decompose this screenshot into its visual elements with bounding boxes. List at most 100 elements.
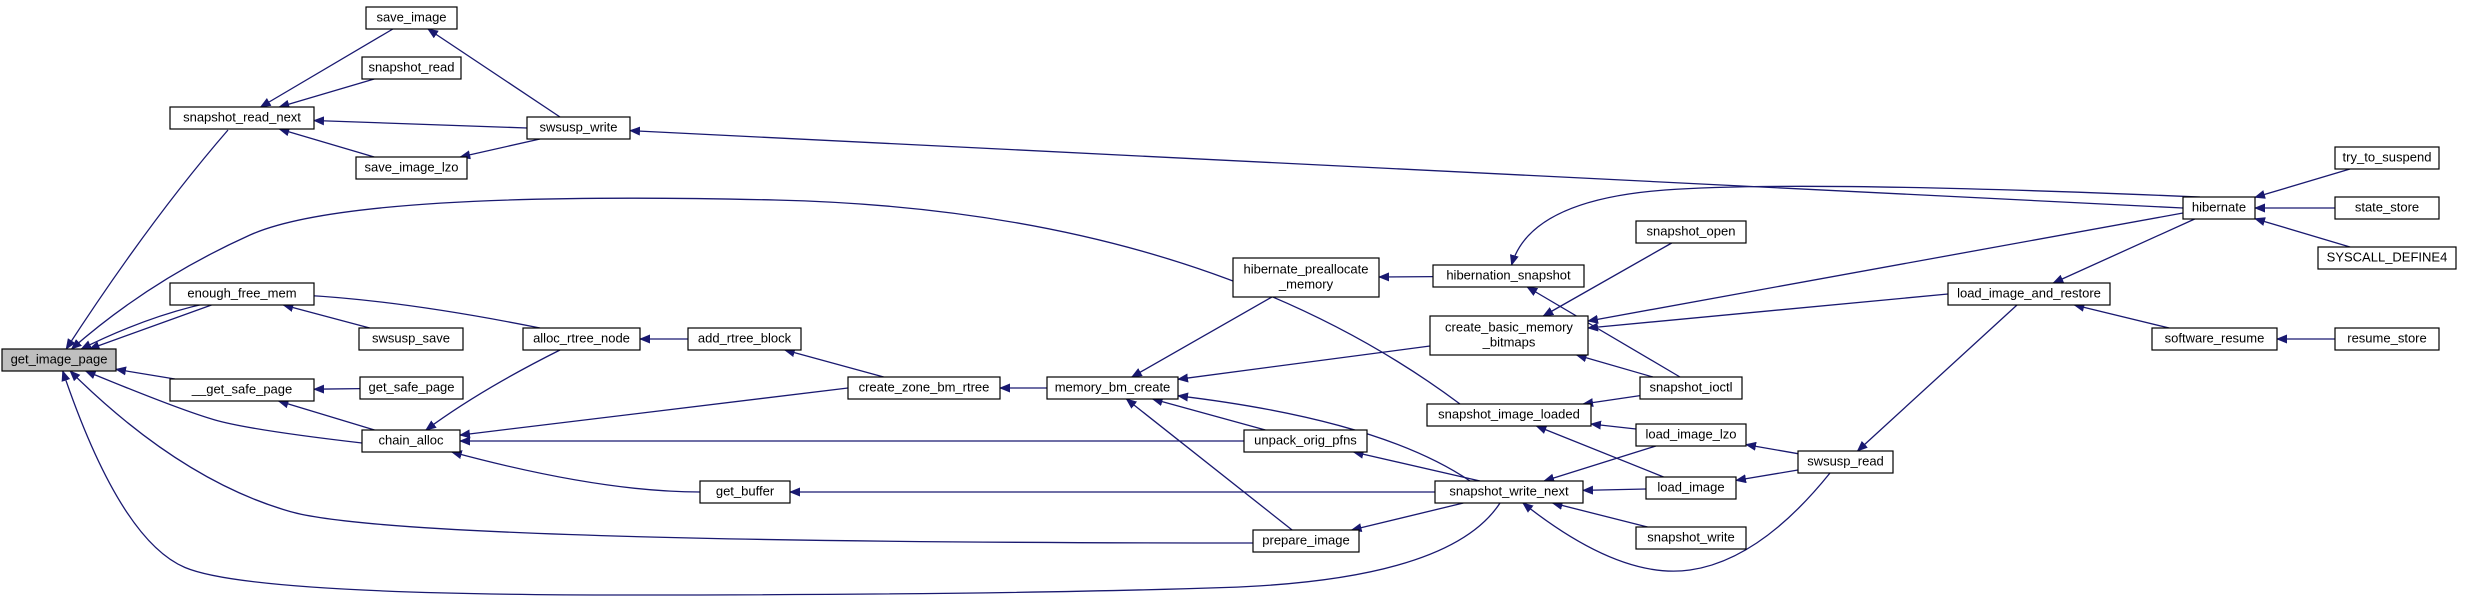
node-label: prepare_image	[1262, 532, 1349, 547]
edge-get_buffer-to-chain_alloc	[450, 450, 701, 493]
node-load_image_lzo[interactable]: load_image_lzo	[1635, 423, 1747, 447]
node-box	[169, 378, 315, 402]
node-snapshot_write_next[interactable]: snapshot_write_next	[1434, 480, 1584, 504]
node-box	[1252, 529, 1360, 553]
node-hibernation_snapshot[interactable]: hibernation_snapshot	[1432, 264, 1585, 288]
edge-try_to_suspend-to-hibernate	[2254, 168, 2351, 199]
node-box	[847, 376, 1001, 400]
node-snapshot_image_loaded[interactable]: snapshot_image_loaded	[1426, 403, 1592, 427]
node-box	[1243, 429, 1368, 453]
nodes-layer: get_image_page snapshot_read_next enough_f…	[1, 6, 2457, 553]
node-unpack_orig_pfns[interactable]: unpack_orig_pfns	[1243, 429, 1368, 453]
edge-snapshot_ioctl-to-create_basic_memory_bitmaps	[1575, 353, 1654, 378]
node-__get_safe_page[interactable]: __get_safe_page	[169, 378, 315, 402]
node-try_to_suspend[interactable]: try_to_suspend	[2334, 146, 2440, 170]
node-label: memory_bm_create	[1055, 379, 1171, 394]
edge-swsusp_read-to-load_image_lzo	[1745, 441, 1799, 455]
node-label: snapshot_write	[1647, 529, 1734, 544]
node-memory_bm_create[interactable]: memory_bm_create	[1046, 376, 1179, 400]
edge-unpack_orig_pfns-to-memory_bm_create	[1151, 397, 1266, 431]
node-box	[1426, 403, 1592, 427]
node-box	[2182, 196, 2256, 220]
node-label: hibernate	[2192, 199, 2246, 214]
node-label: snapshot_image_loaded	[1438, 406, 1580, 421]
node-swsusp_save[interactable]: swsusp_save	[358, 327, 464, 351]
node-prepare_image[interactable]: prepare_image	[1252, 529, 1360, 553]
node-box	[365, 6, 458, 30]
node-chain_alloc[interactable]: chain_alloc	[361, 429, 461, 453]
node-label: resume_store	[2347, 330, 2426, 345]
node-label: swsusp_save	[372, 330, 450, 345]
edge-get_safe_page-to-__get_safe_page	[313, 384, 361, 394]
node-box	[2334, 146, 2440, 170]
node-label: swsusp_write	[539, 119, 617, 134]
node-SYSCALL_DEFINE4[interactable]: SYSCALL_DEFINE4	[2317, 246, 2457, 270]
node-box	[169, 106, 315, 130]
node-save_image_lzo[interactable]: save_image_lzo	[355, 156, 468, 180]
node-swsusp_read[interactable]: swsusp_read	[1797, 450, 1894, 474]
node-load_image[interactable]: load_image	[1645, 476, 1737, 500]
node-create_basic_memory_bitmaps[interactable]: create_basic_memory_bitmaps	[1429, 315, 1589, 356]
edge-alloc_rtree_node-to-chain_alloc	[425, 349, 561, 431]
node-label: get_image_page	[11, 351, 108, 366]
node-hibernate_preallocate_memory[interactable]: hibernate_preallocate_memory	[1232, 257, 1380, 298]
node-resume_store[interactable]: resume_store	[2334, 327, 2440, 351]
node-snapshot_ioctl[interactable]: snapshot_ioctl	[1639, 376, 1743, 400]
edge-snapshot_ioctl-to-hibernation_snapshot	[1526, 286, 1681, 378]
node-box	[1232, 257, 1380, 298]
node-create_zone_bm_rtree[interactable]: create_zone_bm_rtree	[847, 376, 1001, 400]
edge-load_image_lzo-to-snapshot_write_next	[1543, 445, 1657, 483]
node-label: create_zone_bm_rtree	[859, 379, 990, 394]
node-swsusp_write[interactable]: swsusp_write	[526, 116, 631, 140]
node-box	[1635, 220, 1747, 244]
node-label: chain_alloc	[378, 432, 444, 447]
node-add_rtree_block[interactable]: add_rtree_block	[687, 327, 802, 351]
edge-SYSCALL_DEFINE4-to-hibernate	[2254, 217, 2351, 248]
node-box	[358, 327, 464, 351]
node-state_store[interactable]: state_store	[2334, 196, 2440, 220]
node-label: load_image_lzo	[1645, 426, 1736, 441]
node-label: swsusp_read	[1807, 453, 1884, 468]
node-label: load_image	[1657, 479, 1724, 494]
node-label: SYSCALL_DEFINE4	[2327, 249, 2448, 264]
node-label: save_image	[376, 9, 446, 24]
node-label: load_image_and_restore	[1957, 285, 2101, 300]
node-get_safe_page[interactable]: get_safe_page	[359, 376, 464, 400]
edge-load_image-to-snapshot_write_next	[1582, 485, 1647, 495]
edge-hibernate-to-load_image_and_restore	[2052, 218, 2195, 284]
node-label: snapshot_write_next	[1449, 483, 1569, 498]
node-software_resume[interactable]: software_resume	[2151, 327, 2278, 351]
edge-prepare_image-to-memory_bm_create	[1125, 398, 1293, 531]
node-box	[687, 327, 802, 351]
node-box	[2334, 327, 2440, 351]
node-load_image_and_restore[interactable]: load_image_and_restore	[1947, 282, 2111, 306]
node-box	[1429, 315, 1589, 356]
edge-snapshot_open-to-create_basic_memory_bitmaps	[1542, 242, 1673, 317]
node-snapshot_read[interactable]: snapshot_read	[361, 56, 462, 80]
node-label: _bitmaps	[1482, 334, 1536, 349]
node-box	[1645, 476, 1737, 500]
node-get_buffer[interactable]: get_buffer	[699, 480, 791, 504]
edge-swsusp_write-to-snapshot_read_next	[313, 116, 528, 129]
node-label: snapshot_read_next	[183, 109, 301, 124]
edge-prepare_image-to-get_image_page	[69, 370, 1254, 544]
node-get_image_page[interactable]: get_image_page	[1, 348, 117, 372]
node-label: hibernation_snapshot	[1446, 267, 1571, 282]
node-box	[1, 348, 117, 372]
node-box	[1639, 376, 1743, 400]
node-label: hibernate_preallocate	[1243, 261, 1368, 276]
node-enough_free_mem[interactable]: enough_free_mem	[169, 282, 315, 306]
node-alloc_rtree_node[interactable]: alloc_rtree_node	[522, 327, 641, 351]
node-hibernate[interactable]: hibernate	[2182, 196, 2256, 220]
node-snapshot_write[interactable]: snapshot_write	[1635, 526, 1747, 550]
node-label: alloc_rtree_node	[533, 330, 630, 345]
edge-create_zone_bm_rtree-to-chain_alloc	[459, 387, 849, 439]
node-label: try_to_suspend	[2343, 149, 2432, 164]
node-snapshot_read_next[interactable]: snapshot_read_next	[169, 106, 315, 130]
node-label: unpack_orig_pfns	[1254, 432, 1357, 447]
node-snapshot_open[interactable]: snapshot_open	[1635, 220, 1747, 244]
edge-hibernate_preallocate_memory-to-memory_bm_create	[1130, 296, 1273, 378]
node-save_image[interactable]: save_image	[365, 6, 458, 30]
edge-hibernate-to-create_basic_memory_bitmaps	[1587, 212, 2184, 324]
edge-snapshot_write_next-to-get_image_page	[61, 370, 1501, 596]
